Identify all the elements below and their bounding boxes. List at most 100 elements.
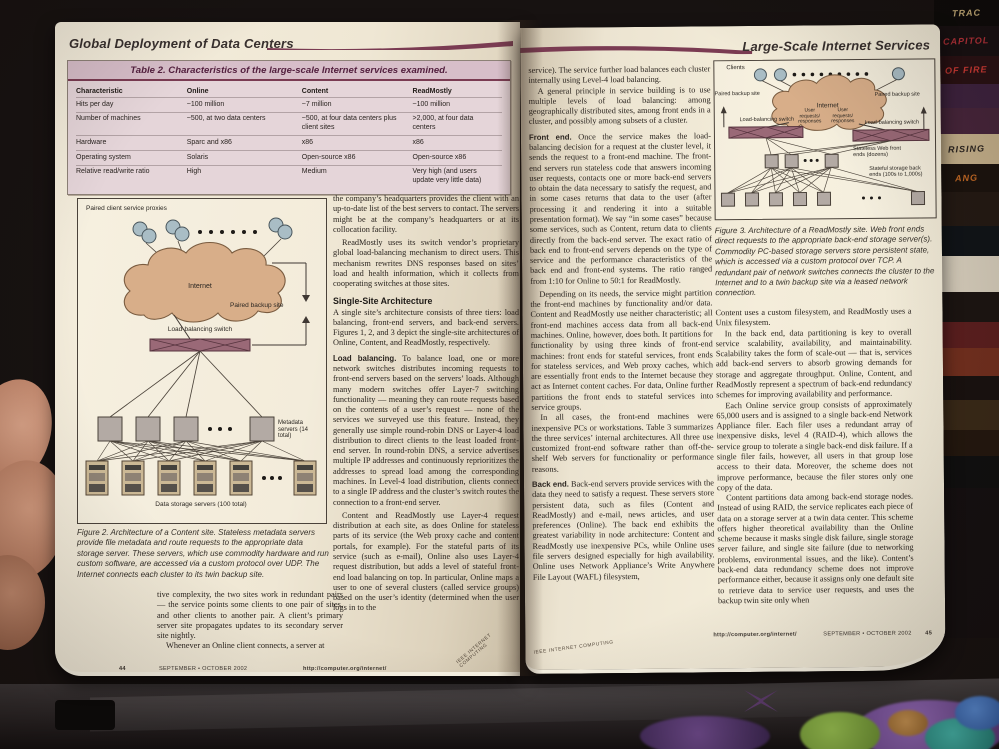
- paragraph: Back end. Back-end servers provide servi…: [532, 478, 715, 582]
- table-col-header: Characteristic: [76, 88, 123, 95]
- figure2-label-switch: Load-balancing switch: [167, 326, 233, 333]
- table-cell: ~100 million: [186, 97, 302, 112]
- table-cell: ~500, at two data centers: [186, 111, 302, 136]
- load-balancing-switch-icon: [728, 126, 804, 139]
- metadata-storage-mesh: [96, 440, 306, 462]
- comic-spine: RISING: [934, 134, 999, 164]
- comic-spine: OF FIRE: [934, 56, 999, 84]
- issue-date: SEPTEMBER • OCTOBER 2002: [159, 666, 248, 672]
- toy-dark-purple: [640, 716, 770, 749]
- issue-date: SEPTEMBER • OCTOBER 2002: [823, 630, 912, 638]
- comic-spine-title: CAPITOL: [943, 35, 990, 47]
- right-page-text-column-2: Content uses a custom filesystem, and Re…: [715, 307, 914, 627]
- page-number: 44: [119, 666, 126, 672]
- table-cell: Hardware: [76, 135, 187, 150]
- figure3-label-backup-left: Paired backup site: [714, 90, 760, 98]
- comic-spine: [934, 456, 999, 488]
- paragraph: tive complexity, the two sites work in r…: [157, 590, 343, 641]
- comic-spine-title: TRAC: [951, 7, 982, 19]
- figure-3: Clients Internet Paired backup site Pair…: [713, 58, 937, 221]
- figure3-label-backends: Stateful storage back ends (100s to 1,00…: [869, 165, 923, 179]
- paragraph: Content and ReadMostly use Layer-4 reque…: [333, 510, 519, 613]
- comic-spine: [934, 84, 999, 108]
- ellipsis-dots-icon: [792, 72, 869, 77]
- clamp-shadow: [55, 700, 115, 730]
- purple-bow-toy: [744, 690, 778, 712]
- figure2-label-backup: Paired backup site: [230, 302, 284, 309]
- left-bottom-paragraphs: tive complexity, the two sites work in r…: [157, 590, 343, 652]
- page-number: 45: [925, 630, 933, 637]
- table-cell: Medium: [301, 164, 413, 189]
- table-col-header: Content: [301, 88, 329, 95]
- ellipsis-dots-icon: [861, 196, 881, 200]
- figure3-label-switch-right: Load-balancing switch: [864, 119, 920, 126]
- table-cell: Open-source x86: [412, 150, 502, 165]
- left-page: Global Deployment of Data Centers Table …: [55, 22, 520, 676]
- table-cell: Hits per day: [76, 97, 187, 112]
- figure3-label-switch-left: Load-balancing switch: [739, 116, 795, 124]
- frontend-backend-mesh: [727, 166, 918, 194]
- table-cell: High: [186, 164, 302, 189]
- internet-cloud-icon: [771, 74, 887, 131]
- table-cell: ~100 million: [412, 97, 502, 112]
- web-frontend-icons: [764, 153, 839, 169]
- section-heading: Single-Site Architecture: [333, 295, 433, 306]
- comic-spine: [934, 108, 999, 134]
- comic-book-stack: TRAC CAPITOL OF FIRE RISING ANG: [934, 0, 999, 712]
- table-cell: >2,000, at four data centers: [412, 111, 502, 136]
- figure-3-caption: Figure 3. Architecture of a ReadMostly s…: [714, 224, 935, 298]
- run-in-heading: Back end.: [531, 479, 569, 489]
- figure-2: Paired client service proxies Internet L…: [77, 198, 327, 524]
- load-balancing-switch-icon: [149, 338, 251, 352]
- paragraph: Content partitions data among back-end s…: [717, 491, 914, 606]
- table-cell: Relative read/write ratio: [76, 164, 187, 189]
- journal-name: IEEE INTERNET COMPUTING: [533, 640, 615, 656]
- table-cell: Number of machines: [76, 111, 187, 136]
- switch-frontend-mesh: [765, 137, 892, 156]
- comic-spine: [934, 430, 999, 456]
- ellipsis-dots-icon: [262, 476, 282, 480]
- paragraph: A single site’s architecture consists of…: [333, 307, 519, 348]
- left-page-text-column: the company’s headquarters provides the …: [333, 194, 519, 656]
- internet-cloud-icon: [123, 241, 286, 323]
- figure-2-diagram: [85, 217, 317, 496]
- paragraph-text: To balance load, one or more network swi…: [333, 353, 519, 507]
- figure3-label-frontends: Stateless Web front ends (dozens): [853, 145, 902, 159]
- paragraph: Load balancing. To balance load, one or …: [333, 354, 519, 508]
- figure-2-caption: Figure 2. Architecture of a Content site…: [77, 528, 329, 579]
- right-page-text-column-1: service). The service further load balan…: [528, 64, 715, 632]
- paragraph-text: Back-end servers provide services with t…: [532, 478, 715, 582]
- paragraph: A general principle in service building …: [528, 84, 711, 127]
- toy-green: [800, 712, 880, 749]
- paragraph: In the back end, data partitioning is ke…: [715, 327, 913, 400]
- toy-blue: [955, 696, 999, 730]
- paragraph: Whenever an Online client connects, a se…: [166, 641, 325, 651]
- figure2-label-metadata: Metadata servers (14 total): [278, 420, 309, 440]
- paragraph: service). The service further load balan…: [528, 64, 711, 86]
- table-2-title: Table 2. Characteristics of the large-sc…: [68, 61, 510, 81]
- metadata-server-icons: [97, 416, 275, 442]
- client-proxy-icons: [132, 217, 293, 244]
- table-cell: x86: [301, 135, 413, 150]
- right-page: Large-Scale Internet Services service). …: [520, 24, 946, 674]
- table-2: Table 2. Characteristics of the large-sc…: [67, 60, 511, 196]
- toy-orange: [888, 710, 928, 736]
- table-col-header: Online: [186, 88, 209, 95]
- figure-3-diagram: [720, 67, 930, 207]
- running-head-right: Large-Scale Internet Services: [742, 37, 931, 55]
- table-cell: Solaris: [186, 150, 302, 165]
- arrow-down-icon: [302, 295, 310, 302]
- comic-spine: [934, 322, 999, 348]
- client-icons: [753, 67, 905, 82]
- table-cell: ~7 million: [301, 97, 413, 112]
- comic-spine-title: ANG: [954, 172, 979, 184]
- comic-spine: [934, 348, 999, 376]
- running-head-left: Global Deployment of Data Centers: [69, 36, 294, 51]
- ellipsis-dots-icon: [208, 427, 232, 431]
- table-cell: x86: [412, 135, 502, 150]
- table-col-header: ReadMostly: [412, 88, 452, 95]
- comic-spine: [934, 226, 999, 256]
- table-cell: Very high (and users update very little …: [412, 164, 502, 189]
- paragraph: Front end. Once the service makes the lo…: [529, 131, 712, 287]
- table-cell: Sparc and x86: [186, 135, 302, 150]
